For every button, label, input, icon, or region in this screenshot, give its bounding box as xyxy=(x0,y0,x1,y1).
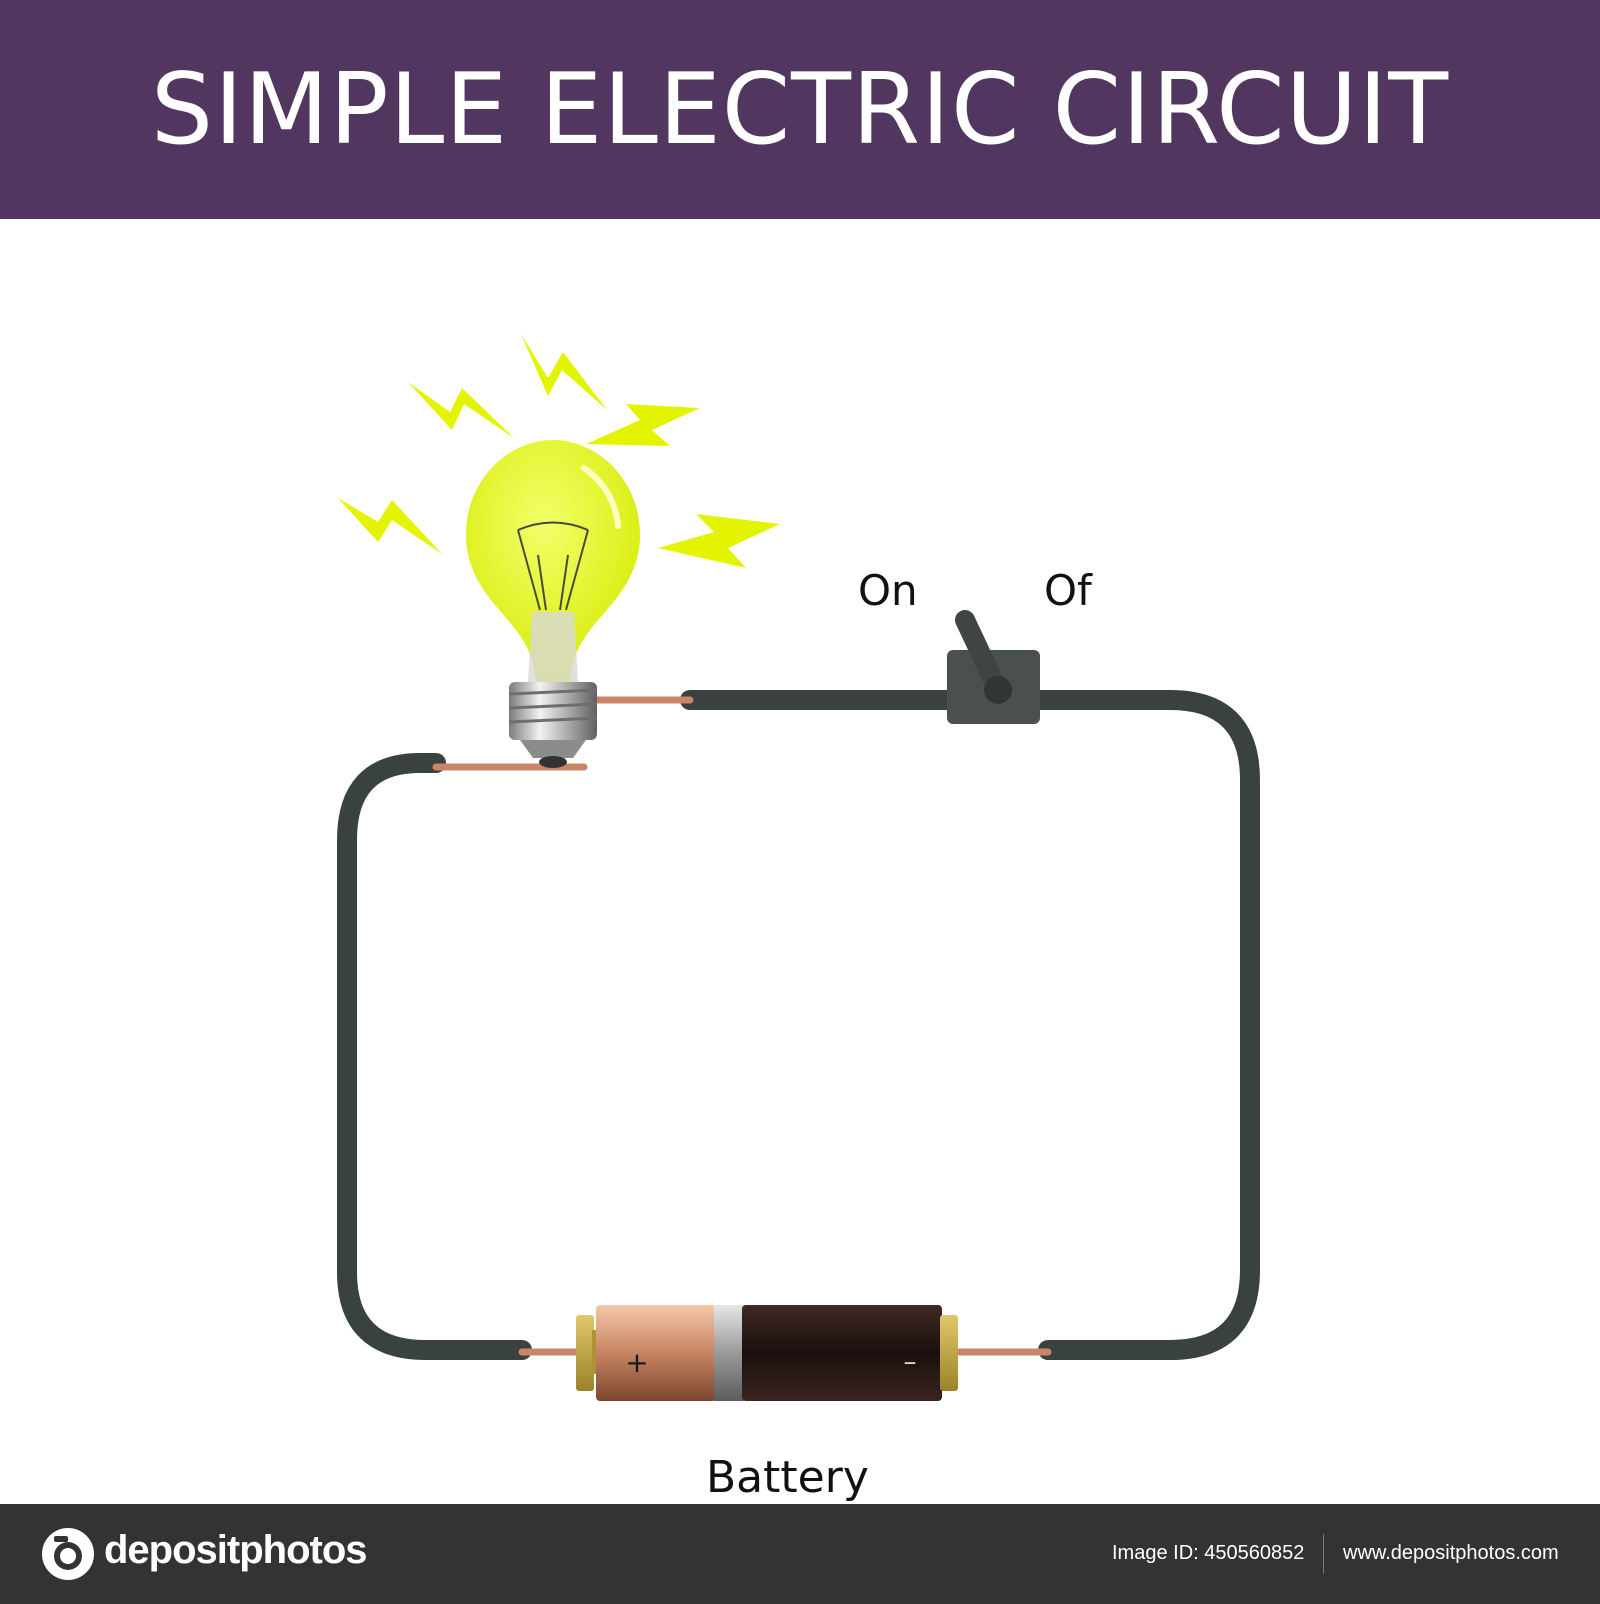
camera-logo-icon xyxy=(42,1528,94,1580)
page-title: SIMPLE ELECTRIC CIRCUIT xyxy=(150,52,1450,167)
image-id: Image ID: 450560852 xyxy=(1112,1542,1305,1564)
header-banner: SIMPLE ELECTRIC CIRCUIT xyxy=(0,0,1600,219)
wire-loop xyxy=(337,690,1260,1360)
bulb-screw-base xyxy=(509,682,597,740)
footer-bar: depositphotos Image ID: 450560852 www.de… xyxy=(0,1504,1600,1604)
spark-3 xyxy=(586,404,700,446)
wire-left xyxy=(337,753,532,1360)
copper-leads xyxy=(432,696,1052,1356)
spark-rays xyxy=(338,334,780,568)
footer-divider xyxy=(1323,1534,1324,1574)
bulb-filament xyxy=(517,521,589,611)
site-url[interactable]: www.depositphotos.com xyxy=(1343,1542,1559,1564)
light-bulb xyxy=(466,440,640,768)
battery-band xyxy=(714,1305,744,1401)
switch-off-label: Of xyxy=(1044,566,1092,615)
battery-cap-negative xyxy=(940,1315,958,1391)
circuit-diagram: + – xyxy=(337,334,1260,1401)
switch-on-label: On xyxy=(858,566,918,615)
battery-positive-sign: + xyxy=(625,1346,648,1379)
battery-negative-section xyxy=(742,1305,942,1401)
bulb-glass xyxy=(466,440,640,682)
battery-negative-sign: – xyxy=(904,1347,917,1377)
spark-1 xyxy=(408,382,514,438)
battery-positive-section xyxy=(596,1305,716,1401)
spark-2 xyxy=(521,334,607,410)
battery: + – xyxy=(576,1305,958,1401)
toggle-switch[interactable] xyxy=(947,610,1040,724)
battery-cap-positive xyxy=(576,1315,594,1391)
spark-4 xyxy=(338,498,442,554)
battery-label: Battery xyxy=(706,1452,869,1503)
brand-name: depositphotos xyxy=(104,1528,368,1572)
spark-5 xyxy=(658,514,780,568)
wire-top-right xyxy=(680,690,1260,1360)
